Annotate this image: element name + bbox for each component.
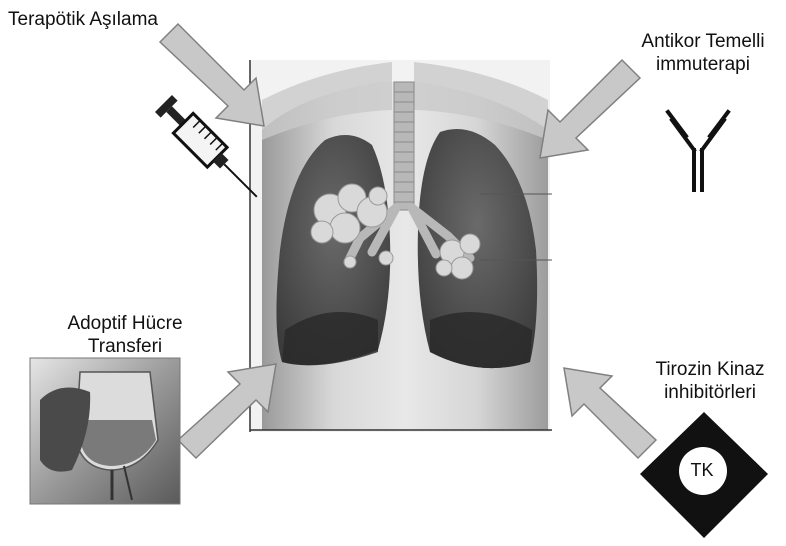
lung-illustration [250,60,552,432]
adoptive-label-line2: Transferi [40,335,210,358]
trachea [394,82,414,210]
adoptive-transfer-label: Adoptif Hücre Transferi [40,312,210,358]
antibody-label-line1: Antikor Temelli [628,30,778,53]
tk-badge-text: TK [682,459,722,481]
tki-label-line2: inhibitörleri [640,381,780,404]
antibody-immunotherapy-label: Antikor Temelli immuterapi [628,30,778,76]
tki-label-line1: Tirozin Kinaz [640,358,780,381]
arrow-from-antibody [540,60,640,158]
adoptive-label-line1: Adoptif Hücre [40,312,210,335]
antibody-icon [668,112,728,190]
antibody-label-line2: immuterapi [628,53,778,76]
iv-bag-photo [30,358,180,504]
tki-label: Tirozin Kinaz inhibitörleri [640,358,780,404]
therapeutic-vaccination-label: Terapötik Aşılama [8,8,158,31]
